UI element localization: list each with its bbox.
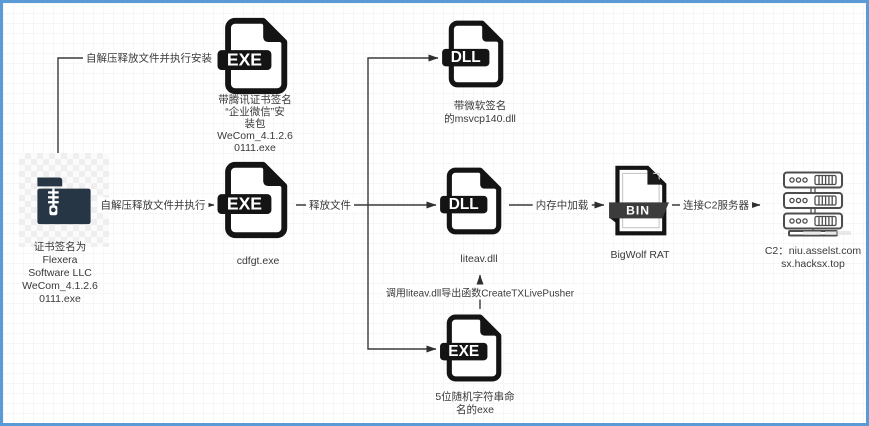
c2-server-label: C2：niu.asselst.com sx.hacksx.top <box>764 245 862 270</box>
bin-file-icon: BIN <box>609 165 669 236</box>
svg-text:DLL: DLL <box>451 49 481 66</box>
installer-zip-label: 证书签名为 Flexera Software LLC WeCom_4.1.2.6… <box>22 241 98 305</box>
edge-branch-to-random-exe <box>367 205 437 353</box>
exe-file-icon: EXE <box>440 314 502 382</box>
svg-text:EXE: EXE <box>227 193 262 213</box>
edge-label-unpack-install: 自解压释放文件并执行安装 <box>83 50 215 66</box>
liteav-dll-label: liteav.dll <box>460 253 498 265</box>
dll-file-icon: DLL <box>440 167 502 235</box>
exe-file-icon: EXE <box>217 161 288 239</box>
node-liteav-dll[interactable]: DLL <box>439 165 507 242</box>
wecom-exe-label: 带腾讯证书签名 “企业微信”安 装包 WeCom_4.1.2.6 0111.ex… <box>217 94 293 154</box>
connector-lines <box>57 54 761 353</box>
dll-file-icon: DLL <box>442 20 504 88</box>
edge-label-connect-c2: 连接C2服务器 <box>680 197 752 213</box>
edge-label-call-export: 调用liteav.dll导出函数CreateTXLivePusher <box>382 284 578 300</box>
bigwolf-bin-label: BigWolf RAT <box>610 249 670 261</box>
node-installer-zip[interactable] <box>32 174 96 229</box>
node-wecom-exe[interactable]: EXE <box>216 15 294 102</box>
node-cdfgt-exe[interactable]: EXE <box>216 159 294 246</box>
server-rack-icon <box>783 171 843 237</box>
edge-label-drop-files: 释放文件 <box>306 197 354 213</box>
node-c2-server[interactable] <box>771 171 855 242</box>
watermark-artifact <box>803 231 821 235</box>
random-exe-label: 5位随机字符串命 名的exe <box>435 391 515 416</box>
svg-text:EXE: EXE <box>227 49 262 69</box>
svg-text:EXE: EXE <box>448 343 479 360</box>
zip-folder-icon <box>37 177 91 225</box>
watermark-artifact <box>825 231 851 235</box>
node-random-exe[interactable]: EXE <box>439 311 507 390</box>
edge-branch-to-msvcp <box>367 54 439 205</box>
node-msvcp-dll[interactable]: DLL <box>441 18 509 95</box>
svg-text:BIN: BIN <box>626 204 650 218</box>
msvcp-dll-label: 带微软签名 的msvcp140.dll <box>444 100 516 125</box>
svg-text:DLL: DLL <box>449 196 479 213</box>
node-bigwolf-bin[interactable]: BIN <box>608 165 670 243</box>
exe-file-icon: EXE <box>217 17 288 95</box>
cdfgt-exe-label: cdfgt.exe <box>236 255 280 267</box>
edge-label-unpack-run: 自解压释放文件并执行 <box>97 197 209 213</box>
edge-label-memory-load: 内存中加载 <box>532 197 592 213</box>
